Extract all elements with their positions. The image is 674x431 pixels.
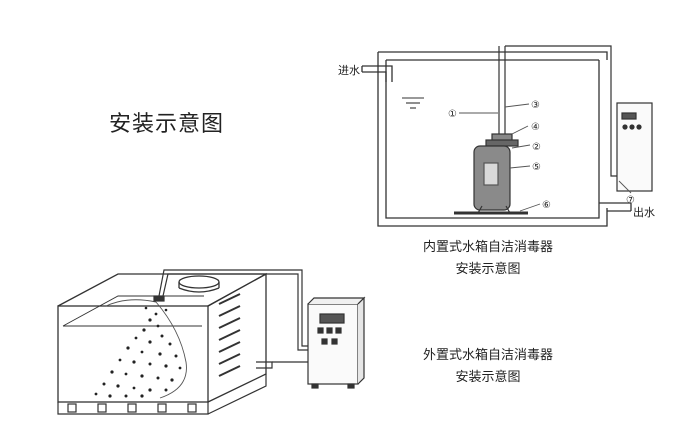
callout-3: ③ — [531, 100, 540, 111]
disinfector-unit — [454, 133, 528, 215]
tank-base-feet — [57, 374, 267, 415]
controller-cable — [498, 45, 617, 177]
callout-5: ⑤ — [532, 162, 541, 173]
internal-tank — [377, 51, 608, 227]
callout-1: ① — [448, 109, 457, 120]
dosing-nozzle — [153, 295, 165, 302]
external-caption-line2: 安装示意图 — [455, 370, 521, 385]
control-box — [616, 102, 653, 192]
diffusion-cloud — [105, 299, 187, 399]
disinfection-bubbles — [94, 306, 182, 398]
callout-2: ② — [532, 142, 541, 153]
callout-7: ⑦ — [626, 195, 635, 206]
callout-4: ④ — [531, 122, 540, 133]
feed-pipe — [158, 269, 308, 351]
internal-caption-line1: 内置式水箱自洁消毒器 — [422, 240, 553, 255]
outlet-label: 出水 — [633, 205, 655, 219]
inlet-pipe — [361, 65, 393, 82]
inlet-label: 进水 — [338, 64, 360, 77]
external-control-cabinet — [307, 296, 366, 389]
return-pipe — [256, 361, 308, 369]
callout-6: ⑥ — [542, 200, 551, 211]
page-title: 安装示意图 — [109, 112, 225, 137]
tank-side-vents — [218, 293, 241, 377]
external-caption: 外置式水箱自洁消毒器 安装示意图 — [408, 345, 568, 389]
external-tank — [57, 272, 267, 403]
internal-caption: 内置式水箱自洁消毒器 安装示意图 — [408, 237, 568, 281]
callout-leaders — [459, 103, 632, 212]
external-caption-line1: 外置式水箱自洁消毒器 — [422, 348, 553, 363]
internal-caption-line2: 安装示意图 — [455, 262, 521, 277]
water-level-mark — [402, 97, 424, 109]
outlet-pipe — [599, 202, 632, 212]
